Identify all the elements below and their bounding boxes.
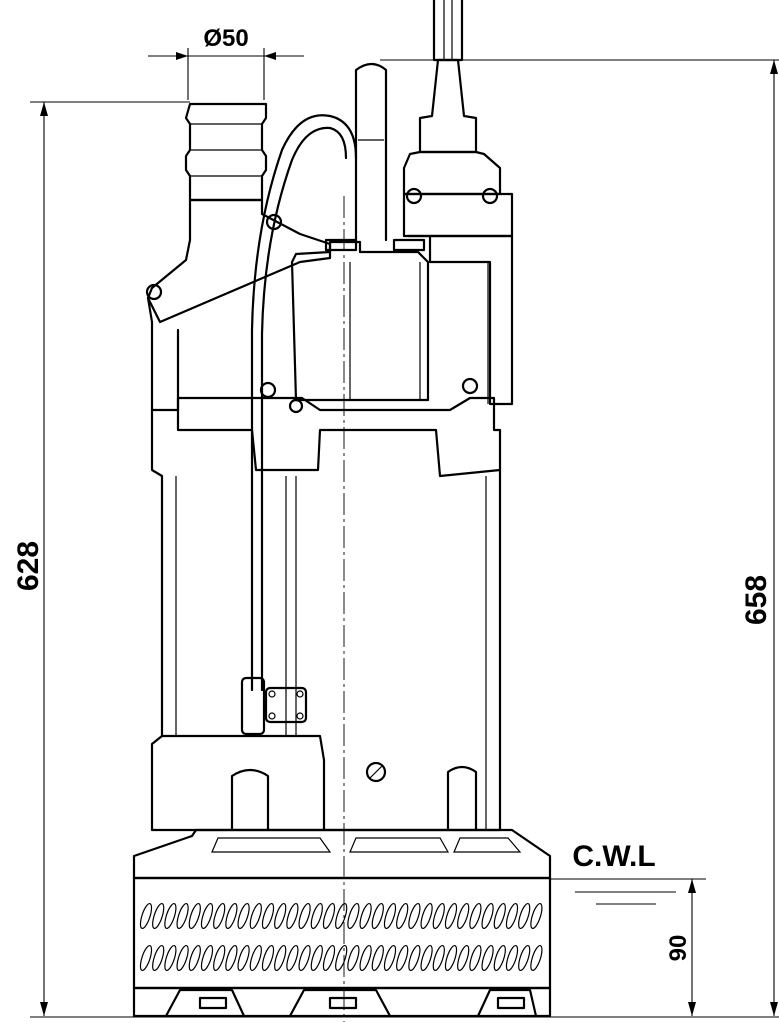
strainer-slot <box>505 944 519 972</box>
lower-bosses <box>230 761 478 832</box>
strainer-slot <box>213 902 226 930</box>
strainer-slot <box>286 944 299 972</box>
outlet-diameter-label: Ø50 <box>203 25 248 52</box>
strainer-slot <box>444 902 458 930</box>
strainer-slot <box>139 944 153 972</box>
strainer-slot <box>164 902 177 930</box>
strainer-holes-row <box>139 944 543 972</box>
float-switch <box>240 676 308 736</box>
base-feet <box>132 986 552 1018</box>
strainer-slot <box>469 944 482 972</box>
upper-flange <box>176 381 502 478</box>
strainer-slot <box>396 944 409 972</box>
carry-handle <box>250 114 358 692</box>
strainer-slot <box>310 944 323 972</box>
strainer <box>132 876 552 990</box>
strainer-slot <box>322 944 336 972</box>
strainer-slot <box>408 902 421 930</box>
strainer-slot <box>176 902 189 930</box>
strainer-slot <box>261 944 275 972</box>
cwl-label: C.W.L <box>572 840 655 873</box>
strainer-slot <box>469 902 482 930</box>
cable-gland <box>402 0 514 406</box>
main-body <box>150 408 502 832</box>
motor-housing-top <box>290 238 430 402</box>
strainer-slot <box>420 902 433 930</box>
dimension-body-height: 628 <box>12 101 190 1016</box>
total-height-label: 658 <box>740 575 773 625</box>
strainer-slot <box>249 944 262 972</box>
strainer-slot <box>493 902 506 930</box>
strainer-slot <box>457 944 470 972</box>
strainer-slot <box>225 944 238 972</box>
strainer-slot <box>298 902 311 930</box>
strainer-slot <box>481 944 494 972</box>
strainer-slot <box>359 944 372 972</box>
strainer-slot <box>335 944 348 972</box>
strainer-slot <box>152 902 165 930</box>
strainer-slot <box>139 902 153 930</box>
strainer-holes-row <box>139 902 543 930</box>
strainer-slot <box>347 944 360 972</box>
strainer-slot <box>335 902 348 930</box>
strainer-slot <box>213 944 226 972</box>
strainer-slot <box>200 902 214 930</box>
strainer-slot <box>286 902 299 930</box>
strainer-slot <box>432 902 445 930</box>
outlet-pipe <box>184 102 268 202</box>
strainer-slot <box>274 944 287 972</box>
dimension-outlet-diameter: Ø50 <box>148 25 304 100</box>
strainer-slot <box>518 902 531 930</box>
strainer-slot <box>371 902 384 930</box>
strainer-slot <box>518 944 531 972</box>
strainer-slot <box>249 902 262 930</box>
strainer-slot <box>164 944 177 972</box>
strainer-slot <box>432 944 445 972</box>
strainer-slot <box>237 944 250 972</box>
strainer-slot <box>493 944 506 972</box>
strainer-slot <box>176 944 189 972</box>
strainer-slot <box>322 902 336 930</box>
water-level-height-label: 90 <box>665 935 692 962</box>
strainer-slot <box>457 902 470 930</box>
strainer-slot <box>347 902 360 930</box>
strainer-slot <box>261 902 275 930</box>
strainer-slot <box>310 902 323 930</box>
strainer-slot <box>396 902 409 930</box>
strainer-slot <box>188 944 201 972</box>
dimension-water-level: C.W.L 90 <box>550 840 706 1016</box>
handle-tube <box>354 62 388 242</box>
strainer-slot <box>383 944 397 972</box>
strainer-slot <box>237 902 250 930</box>
strainer-slot <box>188 902 201 930</box>
strainer-slot <box>444 944 458 972</box>
strainer-slot <box>408 944 421 972</box>
strainer-slot <box>200 944 214 972</box>
strainer-slot <box>383 902 397 930</box>
base-casing <box>132 828 552 880</box>
pump-body <box>132 0 552 1018</box>
strainer-slot <box>420 944 433 972</box>
discharge-elbow <box>145 198 332 412</box>
strainer-slot <box>225 902 238 930</box>
body-height-label: 628 <box>12 541 45 591</box>
strainer-slot <box>505 902 519 930</box>
strainer-slot <box>152 944 165 972</box>
strainer-slot <box>359 902 372 930</box>
strainer-slot <box>274 902 287 930</box>
strainer-slot <box>371 944 384 972</box>
strainer-slot <box>481 902 494 930</box>
strainer-slot <box>530 944 543 972</box>
strainer-slot <box>530 902 543 930</box>
strainer-slot <box>298 944 311 972</box>
